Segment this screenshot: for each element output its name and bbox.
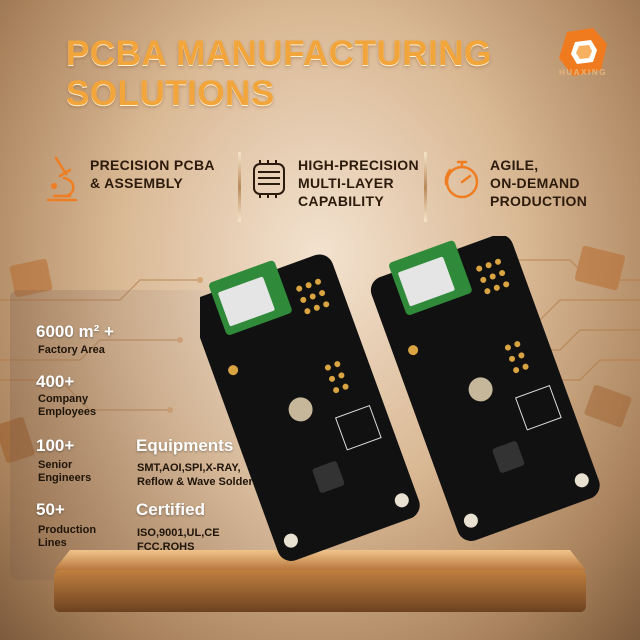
stat-label: Company Employees: [38, 393, 97, 418]
feature-precision-pcba: PRECISION PCBA & ASSEMBLY: [40, 152, 230, 222]
feature-divider: [238, 152, 241, 222]
logo-text: HUAXING: [558, 68, 608, 77]
feature-divider: [424, 152, 427, 222]
stat-number: 6000 m² +: [36, 322, 114, 341]
floating-chip-bottom-right: [584, 384, 632, 428]
huaxing-logo-icon: [559, 28, 607, 76]
floating-chip-bottom-left: [0, 417, 35, 463]
floating-chip-right: [574, 245, 626, 291]
stat-label: Production Lines: [38, 524, 97, 549]
layered-chip-icon: [253, 160, 285, 198]
stat-label: Senior Engineers: [38, 459, 92, 484]
display-pedestal: [54, 550, 586, 612]
stat-label: Factory Area: [38, 344, 105, 356]
feature-multi-layer: HIGH-PRECISION MULTI-LAYER CAPABILITY: [248, 152, 428, 222]
floating-chip-left: [9, 258, 53, 298]
page-title: PCBA MANUFACTURING SOLUTIONS: [66, 34, 492, 113]
pcb-board-left: [200, 254, 420, 561]
stat-number: 400+: [36, 372, 75, 391]
feature-label: AGILE, ON-DEMAND PRODUCTION: [490, 157, 588, 209]
microscope-icon: [46, 156, 78, 202]
pcb-board-right: [370, 236, 600, 541]
feature-label: HIGH-PRECISION MULTI-LAYER CAPABILITY: [298, 157, 419, 209]
pcb-boards-illustration: [200, 236, 600, 561]
feature-label: PRECISION PCBA & ASSEMBLY: [90, 157, 215, 191]
equipments-heading: Equipments: [136, 436, 234, 455]
stat-number: 100+: [36, 436, 75, 455]
stopwatch-icon: [444, 160, 479, 199]
stat-number: 50+: [36, 500, 65, 519]
feature-agile-production: AGILE, ON-DEMAND PRODUCTION: [440, 152, 630, 222]
certified-heading: Certified: [136, 500, 205, 519]
